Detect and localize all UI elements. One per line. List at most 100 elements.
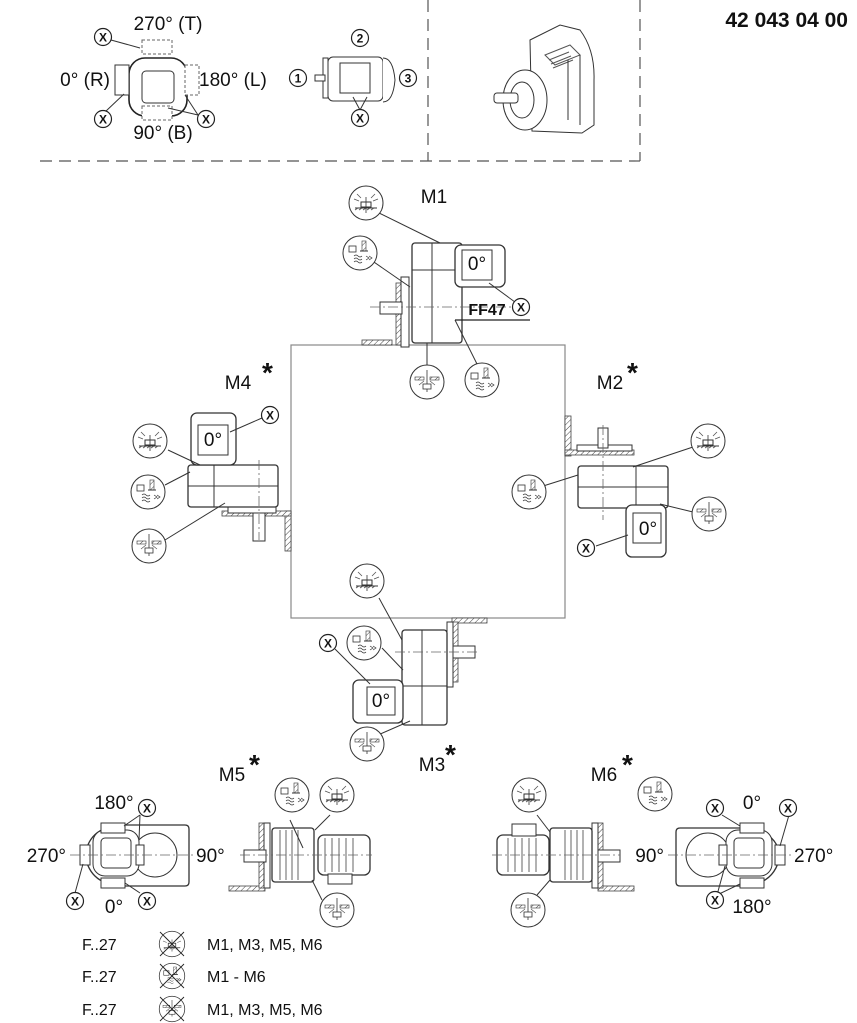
m2-motor-angle: 0°	[639, 519, 657, 540]
cable-entry-position-2: 2	[350, 28, 370, 48]
m5-asterisk: *	[249, 749, 260, 780]
oil-drain-icon	[349, 726, 385, 762]
m4-asterisk: *	[262, 357, 273, 388]
legend-type: F..27	[82, 937, 117, 954]
cable-entry-position-3: 3	[398, 68, 418, 88]
terminal-box-angle-bottom: 90° (B)	[133, 123, 192, 144]
m2-asterisk: *	[627, 357, 638, 388]
x-marker: X	[350, 108, 370, 128]
oil-level-icon	[274, 777, 310, 813]
svg-text:1: 1	[295, 72, 302, 86]
terminal-box-angle-left: 0° (R)	[60, 70, 110, 91]
gear-unit-isometric-illustration	[493, 24, 595, 134]
legend: F..27 M1, M3, M5, M6 F..27 M1 - M6 F..27	[82, 930, 323, 1023]
m5-angle-bottom: 0°	[105, 897, 123, 918]
mounting-position-m6	[492, 814, 635, 896]
legend-type: F..27	[82, 1002, 117, 1019]
oil-level-icon	[464, 362, 500, 398]
x-marker: X	[65, 891, 85, 911]
x-marker: X	[196, 109, 216, 129]
breather-valve-icon	[348, 185, 384, 221]
oil-drain-icon	[409, 364, 445, 400]
x-marker: X	[705, 890, 725, 910]
mounting-position-m2-label: M2	[597, 373, 623, 394]
cable-entry-position-diagram	[314, 56, 396, 111]
svg-text:X: X	[99, 31, 107, 45]
legend-row: F..27 M1 - M6	[82, 962, 266, 990]
oil-drain-icon	[131, 528, 167, 564]
svg-text:X: X	[711, 802, 719, 816]
document-number: 42 043 04 00	[725, 9, 848, 32]
m4-motor-angle: 0°	[204, 430, 222, 451]
svg-text:X: X	[99, 113, 107, 127]
cable-entry-position-1: 1	[288, 68, 308, 88]
m1-ff47-note: FF47	[468, 302, 505, 319]
svg-text:X: X	[582, 542, 590, 556]
oil-level-icon	[130, 474, 166, 510]
legend-applies-to: M1, M3, M5, M6	[207, 1002, 323, 1019]
x-marker: X	[318, 633, 338, 653]
breather-valve-icon	[511, 777, 547, 813]
x-marker: X	[705, 798, 725, 818]
oil-drain-icon	[510, 892, 546, 928]
x-marker: X	[137, 891, 157, 911]
legend-type: F..27	[82, 969, 117, 986]
breather-valve-icon	[132, 423, 168, 459]
mounting-position-m5	[228, 814, 372, 901]
oil-level-icon	[637, 776, 673, 812]
mounting-position-m3-label: M3	[419, 755, 445, 776]
legend-row: F..27 M1, M3, M5, M6	[82, 995, 323, 1023]
breather-valve-icon	[349, 563, 385, 599]
m6-angle-right: 270°	[794, 846, 833, 867]
terminal-box-angle-top: 270° (T)	[134, 14, 203, 35]
m5-angle-top: 180°	[94, 793, 133, 814]
top-section-frame	[40, 0, 641, 162]
svg-text:2: 2	[357, 32, 364, 46]
svg-text:X: X	[324, 637, 332, 651]
svg-text:X: X	[711, 894, 719, 908]
oil-level-icon	[342, 235, 378, 271]
oil-drain-icon	[319, 892, 355, 928]
mounting-position-m2	[539, 415, 694, 558]
breather-valve-crossed-icon	[158, 930, 186, 958]
x-marker: X	[260, 405, 280, 425]
oil-level-crossed-icon	[158, 962, 186, 990]
legend-applies-to: M1, M3, M5, M6	[207, 937, 323, 954]
x-marker: X	[93, 109, 113, 129]
svg-text:3: 3	[405, 72, 412, 86]
mounting-surface-reference	[290, 344, 566, 619]
oil-drain-crossed-icon	[158, 995, 186, 1023]
x-marker: X	[511, 297, 531, 317]
terminal-box-position-diagram	[104, 39, 200, 121]
mounting-position-m1	[361, 212, 530, 371]
mounting-position-m6-label: M6	[591, 765, 617, 786]
svg-text:X: X	[517, 301, 525, 315]
m6-terminal-box-view	[668, 814, 792, 896]
m5-angle-right: 90°	[196, 846, 225, 867]
x-marker: X	[778, 798, 798, 818]
breather-valve-icon	[690, 423, 726, 459]
svg-text:X: X	[71, 895, 79, 909]
mounting-position-m3	[334, 597, 488, 736]
mounting-position-m5-label: M5	[219, 765, 245, 786]
svg-text:X: X	[266, 409, 274, 423]
mounting-position-m1-label: M1	[421, 187, 447, 208]
m3-motor-angle: 0°	[372, 691, 390, 712]
oil-level-icon	[511, 474, 547, 510]
m6-angle-top: 0°	[743, 793, 761, 814]
m6-angle-left: 90°	[635, 846, 664, 867]
svg-text:X: X	[356, 112, 364, 126]
terminal-box-angle-right: 180° (L)	[199, 70, 267, 91]
m6-angle-bottom: 180°	[732, 897, 771, 918]
breather-valve-icon	[319, 777, 355, 813]
m5-angle-left: 270°	[27, 846, 66, 867]
legend-applies-to: M1 - M6	[207, 969, 266, 986]
mounting-position-m4	[164, 412, 292, 552]
svg-text:X: X	[143, 802, 151, 816]
m6-asterisk: *	[622, 749, 633, 780]
svg-text:X: X	[784, 802, 792, 816]
svg-text:X: X	[202, 113, 210, 127]
m5-terminal-box-view	[70, 814, 195, 894]
m1-motor-angle: 0°	[468, 254, 486, 275]
